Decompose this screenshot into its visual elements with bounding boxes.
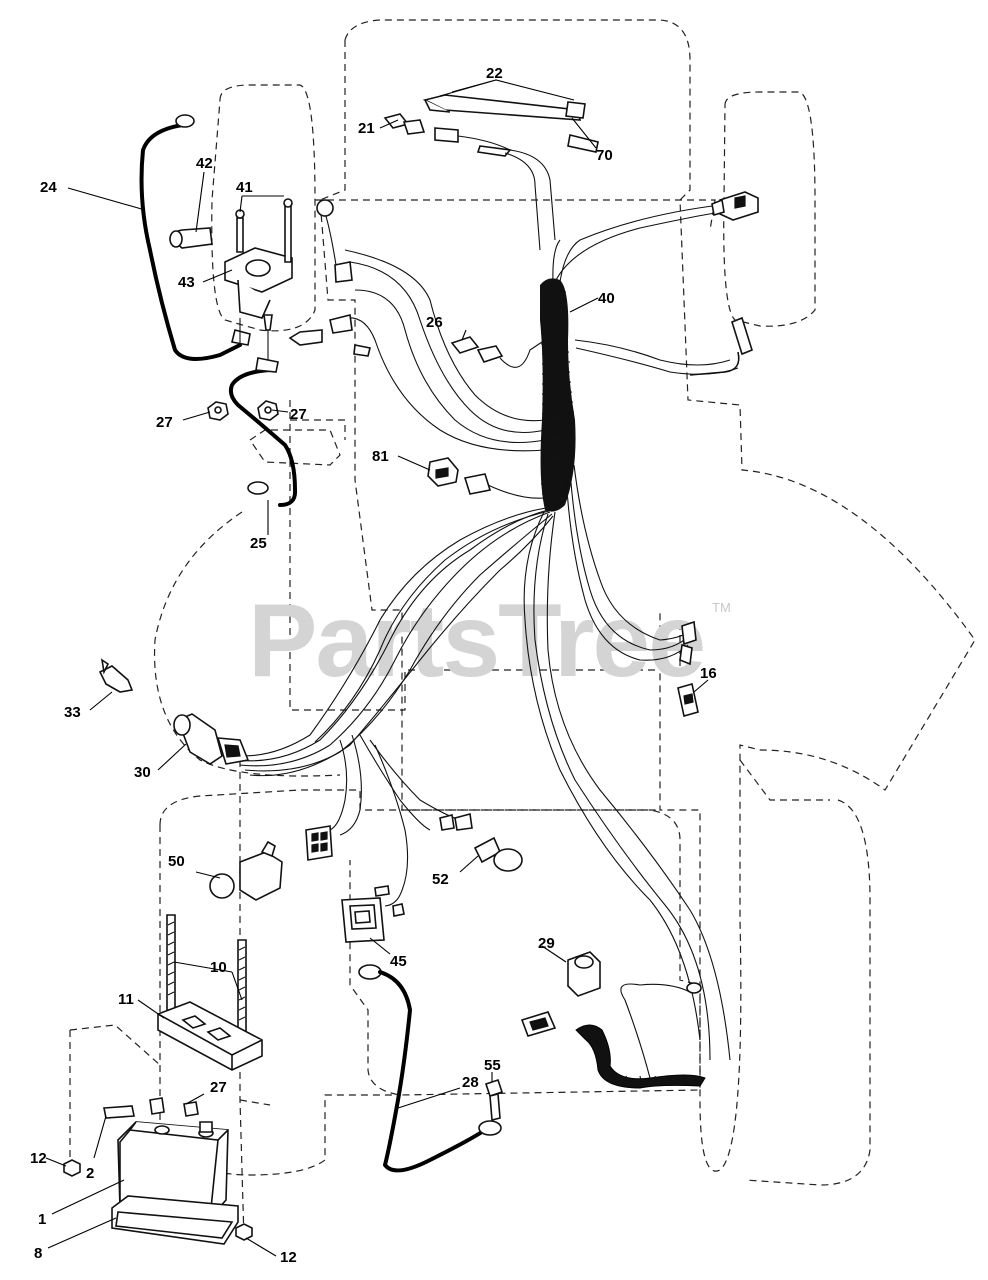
callout-12-left: 12 <box>30 1150 47 1167</box>
harness-wires-right <box>565 464 697 666</box>
callout-labels: 24 42 41 43 27 27 25 21 22 70 40 26 81 1… <box>30 65 717 1266</box>
callout-2: 2 <box>86 1165 94 1182</box>
callout-30: 30 <box>134 764 151 781</box>
watermark-trademark: TM <box>712 600 731 615</box>
nut-27-left <box>207 401 229 421</box>
callout-81: 81 <box>372 448 389 465</box>
callout-26: 26 <box>426 314 443 331</box>
callout-11: 11 <box>118 991 134 1008</box>
harness-wires-left <box>288 199 546 452</box>
callout-29: 29 <box>538 935 555 952</box>
harness-bundle-lower <box>231 507 731 1061</box>
hour-meter-45 <box>341 897 385 943</box>
callout-24: 24 <box>40 179 57 196</box>
relay-26 <box>450 336 546 368</box>
lamp-52 <box>473 836 523 872</box>
connector-top-right <box>711 191 759 221</box>
callout-27-right: 27 <box>290 406 307 423</box>
callout-70: 70 <box>596 147 613 164</box>
harness-40 <box>539 204 723 512</box>
leader-lines <box>45 79 709 1257</box>
ground-cable-25 <box>228 368 298 507</box>
callout-42: 42 <box>196 155 213 172</box>
callout-21: 21 <box>358 120 375 137</box>
callout-28: 28 <box>462 1074 479 1091</box>
callout-41: 41 <box>236 179 253 196</box>
coil-cord-29 <box>520 951 706 1089</box>
callout-25: 25 <box>250 535 267 552</box>
callout-16: 16 <box>700 665 717 682</box>
callout-10: 10 <box>210 959 227 976</box>
bolt-55 <box>484 1078 504 1122</box>
callout-40: 40 <box>598 290 615 307</box>
callout-27-battery: 27 <box>210 1079 227 1096</box>
callout-22: 22 <box>486 65 503 82</box>
tractor-outline <box>69 19 976 1241</box>
switch-50 <box>209 840 283 901</box>
callout-8: 8 <box>34 1245 42 1262</box>
callout-1: 1 <box>38 1211 46 1228</box>
callout-45: 45 <box>390 953 407 970</box>
battery-group <box>63 914 263 1245</box>
callout-55: 55 <box>484 1057 501 1074</box>
callout-27-left: 27 <box>156 414 173 431</box>
callout-33: 33 <box>64 704 81 721</box>
harness-branches-lower <box>305 734 473 917</box>
connector-right-side <box>574 316 753 376</box>
cable-28 <box>358 964 502 1173</box>
battery-cable-24 <box>139 114 242 361</box>
callout-12-right: 12 <box>280 1249 297 1266</box>
callout-43: 43 <box>178 274 195 291</box>
callout-52: 52 <box>432 871 449 888</box>
relay-81 <box>427 457 546 499</box>
clip-33 <box>98 658 134 693</box>
switch-16 <box>677 682 699 718</box>
nut-27-right <box>257 400 279 421</box>
switch-parts-21-22-70 <box>383 94 599 251</box>
ignition-switch-30 <box>173 713 250 765</box>
solenoid-43 <box>169 198 293 373</box>
watermark-text: PartsTree <box>248 583 704 699</box>
callout-50: 50 <box>168 853 185 870</box>
